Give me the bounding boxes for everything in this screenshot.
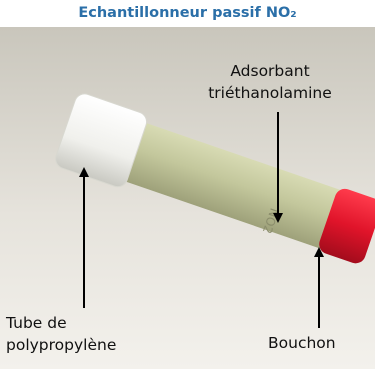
label-adsorbant: Adsorbant triéthanolamine [190,60,350,104]
red-cap [319,188,375,264]
white-cap [55,93,148,188]
label-adsorbant-line2: triéthanolamine [208,84,332,102]
sampler-photo: NO2 [0,27,375,369]
passive-sampler: NO2 [55,93,375,264]
label-adsorbant-line1: Adsorbant [230,62,310,80]
figure-title: Echantillonneur passif NO₂ [78,5,297,21]
polypropylene-tube [114,120,353,252]
label-tube-line1: Tube de [6,314,67,332]
label-tube: Tube de polypropylène [6,312,196,356]
label-bouchon: Bouchon [268,334,336,352]
label-tube-line2: polypropylène [6,336,117,354]
